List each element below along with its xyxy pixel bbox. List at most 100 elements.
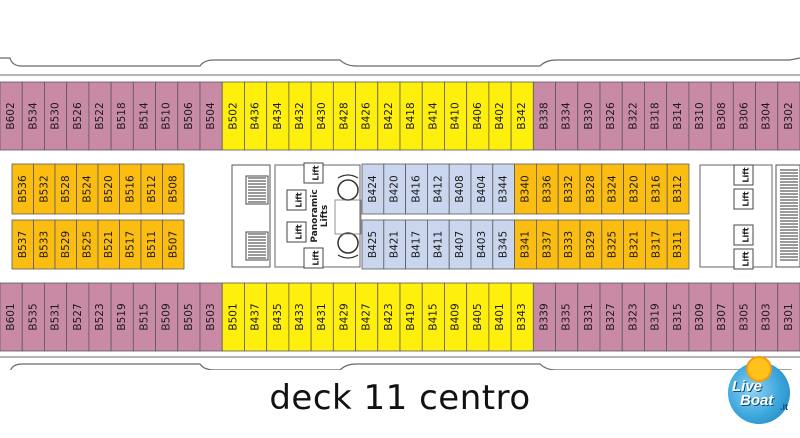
- cabin-b320[interactable]: B320: [623, 163, 646, 215]
- cabin-b430[interactable]: B430: [310, 81, 334, 151]
- cabin-b340[interactable]: B340: [514, 163, 537, 215]
- cabin-b414[interactable]: B414: [421, 81, 445, 151]
- cabin-b507[interactable]: B507: [162, 219, 185, 270]
- cabin-b407[interactable]: B407: [448, 219, 472, 270]
- cabin-b518[interactable]: B518: [110, 81, 134, 151]
- cabin-b334[interactable]: B334: [555, 81, 579, 151]
- cabin-b338[interactable]: B338: [532, 81, 556, 151]
- cabin-b316[interactable]: B316: [645, 163, 668, 215]
- cabin-b516[interactable]: B516: [119, 163, 142, 215]
- cabin-b533[interactable]: B533: [33, 219, 56, 270]
- cabin-b345[interactable]: B345: [492, 219, 515, 270]
- cabin-b427[interactable]: B427: [355, 282, 379, 352]
- cabin-b322[interactable]: B322: [621, 81, 645, 151]
- cabin-b531[interactable]: B531: [44, 282, 68, 352]
- cabin-b528[interactable]: B528: [54, 163, 77, 215]
- cabin-b331[interactable]: B331: [577, 282, 601, 352]
- cabin-b532[interactable]: B532: [33, 163, 56, 215]
- cabin-b416[interactable]: B416: [405, 163, 428, 215]
- cabin-b514[interactable]: B514: [132, 81, 156, 151]
- cabin-b344[interactable]: B344: [492, 163, 515, 215]
- cabin-b534[interactable]: B534: [21, 81, 45, 151]
- cabin-b421[interactable]: B421: [383, 219, 406, 270]
- cabin-b317[interactable]: B317: [645, 219, 668, 270]
- cabin-b419[interactable]: B419: [399, 282, 423, 352]
- cabin-b341[interactable]: B341: [514, 219, 537, 270]
- cabin-b417[interactable]: B417: [405, 219, 428, 270]
- cabin-b403[interactable]: B403: [470, 219, 494, 270]
- cabin-b424[interactable]: B424: [361, 163, 385, 215]
- cabin-b515[interactable]: B515: [132, 282, 156, 352]
- cabin-b326[interactable]: B326: [599, 81, 623, 151]
- cabin-b311[interactable]: B311: [666, 219, 690, 270]
- cabin-b418[interactable]: B418: [399, 81, 423, 151]
- cabin-b327[interactable]: B327: [599, 282, 623, 352]
- cabin-b601[interactable]: B601: [0, 282, 23, 352]
- cabin-b422[interactable]: B422: [377, 81, 401, 151]
- cabin-b602[interactable]: B602: [0, 81, 23, 151]
- cabin-b401[interactable]: B401: [488, 282, 512, 352]
- cabin-b530[interactable]: B530: [44, 81, 68, 151]
- cabin-b523[interactable]: B523: [88, 282, 112, 352]
- cabin-b330[interactable]: B330: [577, 81, 601, 151]
- cabin-b303[interactable]: B303: [755, 282, 779, 352]
- cabin-b527[interactable]: B527: [66, 282, 90, 352]
- cabin-b519[interactable]: B519: [110, 282, 134, 352]
- cabin-b529[interactable]: B529: [54, 219, 77, 270]
- cabin-b524[interactable]: B524: [76, 163, 99, 215]
- cabin-b333[interactable]: B333: [557, 219, 581, 270]
- cabin-b408[interactable]: B408: [448, 163, 472, 215]
- cabin-b426[interactable]: B426: [355, 81, 379, 151]
- cabin-b525[interactable]: B525: [76, 219, 99, 270]
- cabin-b329[interactable]: B329: [579, 219, 603, 270]
- cabin-b432[interactable]: B432: [288, 81, 312, 151]
- cabin-b428[interactable]: B428: [332, 81, 356, 151]
- cabin-b318[interactable]: B318: [644, 81, 668, 151]
- cabin-b509[interactable]: B509: [155, 282, 179, 352]
- cabin-b425[interactable]: B425: [361, 219, 385, 270]
- cabin-b336[interactable]: B336: [536, 163, 559, 215]
- cabin-b410[interactable]: B410: [444, 81, 468, 151]
- cabin-b411[interactable]: B411: [426, 219, 450, 270]
- cabin-b436[interactable]: B436: [244, 81, 268, 151]
- cabin-b512[interactable]: B512: [140, 163, 163, 215]
- cabin-b437[interactable]: B437: [244, 282, 268, 352]
- cabin-b328[interactable]: B328: [579, 163, 603, 215]
- cabin-b324[interactable]: B324: [601, 163, 624, 215]
- cabin-b306[interactable]: B306: [732, 81, 756, 151]
- cabin-b309[interactable]: B309: [688, 282, 712, 352]
- cabin-b307[interactable]: B307: [710, 282, 734, 352]
- cabin-b423[interactable]: B423: [377, 282, 401, 352]
- cabin-b434[interactable]: B434: [266, 81, 290, 151]
- cabin-b335[interactable]: B335: [555, 282, 579, 352]
- cabin-b505[interactable]: B505: [177, 282, 201, 352]
- cabin-b433[interactable]: B433: [288, 282, 312, 352]
- cabin-b429[interactable]: B429: [332, 282, 356, 352]
- cabin-b314[interactable]: B314: [666, 81, 690, 151]
- cabin-b503[interactable]: B503: [199, 282, 223, 352]
- cabin-b315[interactable]: B315: [666, 282, 690, 352]
- cabin-b502[interactable]: B502: [221, 81, 245, 151]
- cabin-b342[interactable]: B342: [510, 81, 534, 151]
- cabin-b412[interactable]: B412: [426, 163, 450, 215]
- cabin-b337[interactable]: B337: [536, 219, 559, 270]
- cabin-b535[interactable]: B535: [21, 282, 45, 352]
- cabin-b508[interactable]: B508: [162, 163, 185, 215]
- cabin-b301[interactable]: B301: [777, 282, 800, 352]
- cabin-b308[interactable]: B308: [710, 81, 734, 151]
- cabin-b409[interactable]: B409: [444, 282, 468, 352]
- cabin-b312[interactable]: B312: [666, 163, 690, 215]
- cabin-b302[interactable]: B302: [777, 81, 800, 151]
- cabin-b517[interactable]: B517: [119, 219, 142, 270]
- cabin-b536[interactable]: B536: [11, 163, 34, 215]
- cabin-b435[interactable]: B435: [266, 282, 290, 352]
- cabin-b431[interactable]: B431: [310, 282, 334, 352]
- cabin-b406[interactable]: B406: [466, 81, 490, 151]
- cabin-b325[interactable]: B325: [601, 219, 624, 270]
- cabin-b321[interactable]: B321: [623, 219, 646, 270]
- cabin-b504[interactable]: B504: [199, 81, 223, 151]
- cabin-b506[interactable]: B506: [177, 81, 201, 151]
- cabin-b310[interactable]: B310: [688, 81, 712, 151]
- cabin-b305[interactable]: B305: [732, 282, 756, 352]
- cabin-b510[interactable]: B510: [155, 81, 179, 151]
